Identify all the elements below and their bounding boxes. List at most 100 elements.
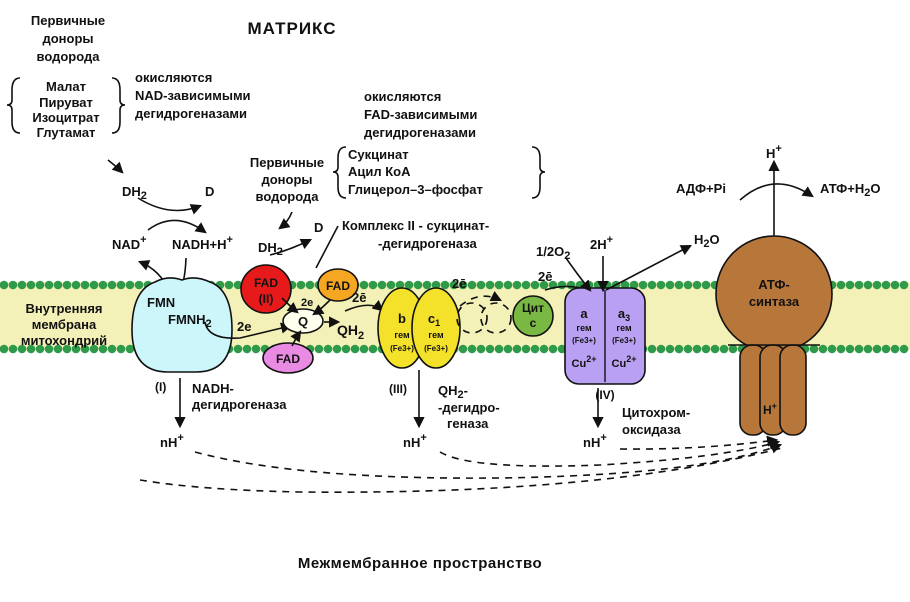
fad-to-q-arrow [281, 297, 299, 314]
atp-channel-h: H+ [763, 401, 777, 417]
c2-fad-label: FAD [254, 276, 278, 290]
membrane-bead [0, 344, 9, 354]
membrane-bead [89, 344, 99, 354]
membrane-bead [125, 344, 135, 354]
membrane-bead [35, 344, 45, 354]
donors-line1: Первичные [31, 13, 105, 28]
c2-2e-a: 2e [301, 297, 313, 309]
fad-note-line2: FAD-зависимыми [364, 107, 477, 122]
membrane-bead [53, 280, 63, 290]
atp-subunit-3 [779, 344, 807, 436]
fmnh2-to-q-arrow [204, 321, 293, 339]
membrane-bead [512, 280, 522, 290]
c1-fmnh2: FMNH2 [168, 312, 212, 330]
c4-name-line1: Цитохром- [622, 405, 690, 420]
c1-d: D [205, 184, 214, 199]
cyt-c-ghost-2 [480, 302, 512, 334]
substrate-acyl-coa: Ацил КоА [348, 164, 411, 179]
atp-name-line2: синтаза [749, 294, 800, 309]
c4-a3: a3 [618, 306, 630, 323]
membrane-bead [701, 280, 711, 290]
q-label: Q [298, 314, 308, 329]
complex2-label-line2: -дегидрогеназа [378, 236, 478, 251]
membrane-bead [71, 280, 81, 290]
membrane-bead [350, 344, 360, 354]
atp-label: АТФ+H2O [820, 181, 881, 199]
membrane-bead [386, 280, 396, 290]
atp-top-h: H+ [766, 143, 782, 161]
cyt-c-ghost-1 [456, 302, 488, 334]
membrane-bead [251, 344, 261, 354]
fad-note: окисляются FAD-зависимыми дегидрогеназам… [364, 89, 477, 140]
substrate-pyruvate: Пируват [39, 95, 93, 110]
membrane-bead [233, 344, 243, 354]
substrate-malate: Малат [46, 79, 86, 94]
membrane-bead [395, 280, 405, 290]
two-h-label: 2H+ [590, 234, 613, 252]
donor-arrow-1 [107, 159, 124, 174]
membrane-bead [881, 280, 891, 290]
membrane-bead [332, 344, 342, 354]
membrane-bead [8, 280, 18, 290]
h2o-label: H2O [694, 232, 720, 250]
membrane-bead [656, 280, 666, 290]
cyt-c-body [512, 295, 554, 337]
membrane-bead [719, 344, 729, 354]
c4-2e: 2ē [538, 269, 552, 284]
membrane-bead [845, 344, 855, 354]
membrane-bead [80, 344, 90, 354]
nad-note-line1: окисляются [135, 70, 212, 85]
membrane-bead [341, 344, 351, 354]
membrane-label: Внутренняя мембрана митохондрий [21, 301, 107, 348]
nh-complex4: nH+ [583, 432, 607, 450]
proton-return-2 [439, 438, 781, 467]
c3-name-line2: -дегидро- [438, 400, 500, 415]
membrane-bead [107, 280, 117, 290]
membrane-bead [665, 280, 675, 290]
c4-a3-heme: гем [616, 323, 632, 333]
substrate-succinate: Сукцинат [348, 147, 409, 162]
qh2-to-c3-arrow [344, 299, 384, 312]
membrane-bead [35, 280, 45, 290]
complex1-reactions: DH2 D NAD+ NADH+H+ [112, 184, 233, 295]
c1-number: (I) [155, 380, 166, 394]
membrane-bead [359, 280, 369, 290]
donors-line2: доноры [42, 31, 93, 46]
c1-label: c1 [428, 311, 440, 328]
membrane-bead [62, 280, 72, 290]
fad-pink [262, 342, 314, 374]
membrane-label-line1: Внутренняя [25, 301, 102, 316]
membrane-bead [872, 280, 882, 290]
cyt-c1 [411, 287, 461, 369]
c1-name-line2: дегидрогеназа [192, 397, 287, 412]
membrane-bead [683, 344, 693, 354]
b-label: b [398, 311, 406, 326]
complex2-label-line1: Комплекс II - сукцинат- [342, 218, 489, 233]
c4-a: a [580, 306, 588, 321]
o2-arrow [565, 257, 592, 292]
c1-fmn: FMN [147, 295, 175, 310]
adp-label: АДФ+Pi [676, 181, 726, 196]
membrane-bead [557, 344, 567, 354]
membrane-bead [476, 344, 486, 354]
membrane-bead [98, 344, 108, 354]
membrane-bead [845, 280, 855, 290]
brace2-right [531, 146, 546, 199]
membrane-bead [53, 344, 63, 354]
nad-to-nadh-arrow [147, 219, 207, 234]
fad-note-line1: окисляются [364, 89, 441, 104]
complex4-cytochrome-oxidase: a a3 гем гем (Fe3+) (Fe3+) Cu2+ Cu2+ (IV… [536, 232, 720, 437]
membrane-bead [899, 344, 909, 354]
membrane-bead [485, 280, 495, 290]
membrane-bead [467, 280, 477, 290]
membrane-bead [368, 344, 378, 354]
atp-synthase: АТФ- синтаза H+ H+ АДФ+Pi АТФ+H2O [676, 143, 881, 436]
membrane-bead [521, 280, 531, 290]
c2-2e-b: 2e [237, 319, 251, 334]
membrane-bead [818, 344, 828, 354]
c1-nadh: NADH+H+ [172, 234, 233, 252]
membrane-bead [107, 344, 117, 354]
fad-pink-label: FAD [276, 352, 300, 366]
primary-donors-nad: Первичные доноры водорода Малат Пируват … [6, 13, 251, 174]
